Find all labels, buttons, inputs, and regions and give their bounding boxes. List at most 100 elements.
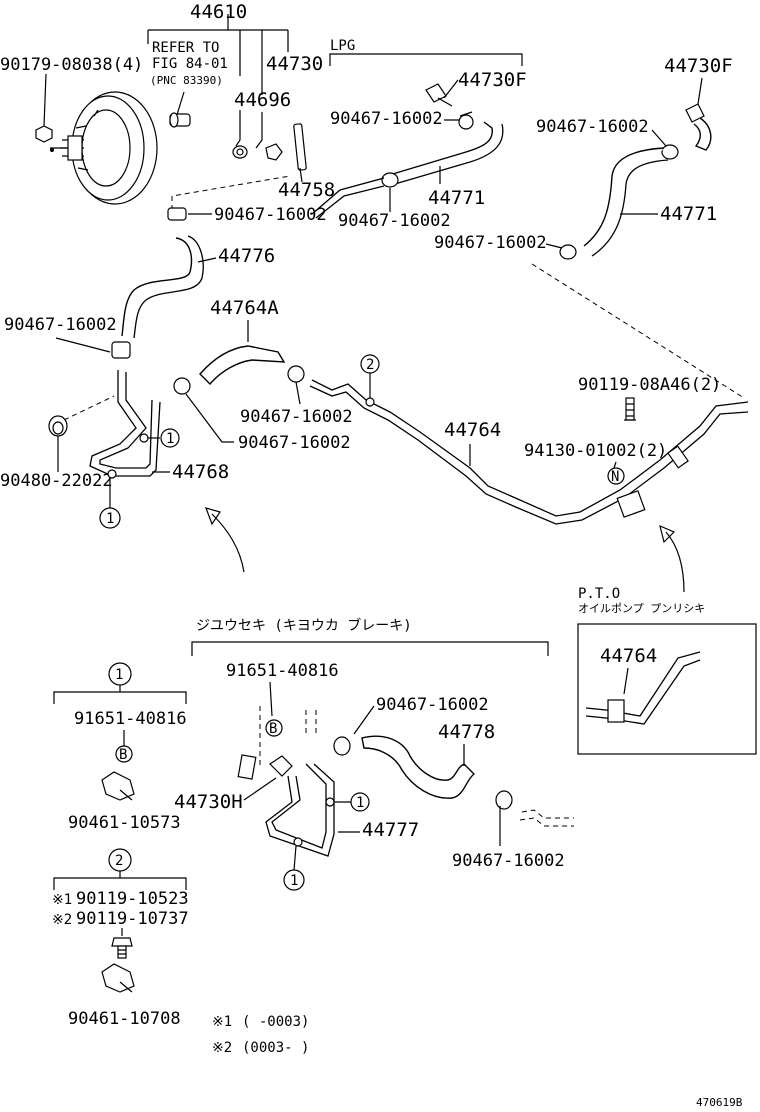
arrow-left (205, 507, 245, 573)
bracket-detail-2 (53, 871, 187, 890)
clamp-k (495, 790, 513, 810)
note-1-text: ( -0003) (242, 1014, 309, 1030)
pipe-44768 (89, 370, 161, 477)
booster-nut (35, 125, 53, 143)
detail-2-bolt1-mark: ※1 (52, 892, 72, 908)
label-44730: 44730 (266, 53, 323, 75)
leader-44730H (243, 777, 277, 801)
label-clamp-k: 90467-16002 (452, 851, 565, 871)
label-44610: 44610 (190, 1, 247, 23)
pto-pipe (585, 651, 701, 725)
label-clamp-c: 90467-16002 (338, 211, 451, 231)
clamp-f (559, 244, 577, 260)
label-90480: 90480-22022 (0, 471, 113, 491)
marker-N: N (607, 461, 625, 485)
bracket-lpg (329, 53, 523, 66)
marker-N-text: N (611, 469, 619, 485)
pipe-44764 (309, 379, 749, 525)
brake-booster (50, 91, 158, 205)
pto-leader (623, 667, 629, 695)
refer-part-valve (169, 112, 191, 128)
detail-2-marker-text: 2 (115, 853, 123, 869)
detail-1-marker: 1 (108, 662, 132, 686)
dash-44768 (63, 395, 115, 421)
marker-B-variant-text: B (269, 721, 277, 737)
clamp-e (661, 144, 679, 160)
label-clamp-d: 90467-16002 (214, 205, 327, 225)
label-lpg: LPG (330, 38, 355, 54)
variant-heading: ジユウセキ (キヨウカ ブレーキ) (196, 617, 412, 634)
pipe-upper-link-2 (315, 185, 385, 219)
clip-main-pipe (616, 445, 689, 518)
detail-1-marker-B: B (115, 745, 133, 763)
marker-1-variant-lower-text: 1 (290, 873, 298, 889)
label-44758: 44758 (278, 179, 335, 201)
pto-label-44764: 44764 (600, 645, 657, 667)
grommet-44696 (232, 145, 248, 159)
label-booster-bolt: 90179-08038(4) (0, 55, 143, 75)
detail-2-bolt1: 90119-10523 (76, 889, 189, 909)
detail-1-clamp (101, 771, 135, 801)
leader-91651-b (269, 681, 273, 717)
arrow-right (659, 524, 685, 593)
pto-subtitle: オイルポンプ プンリシキ (578, 602, 705, 615)
dash-44758 (171, 175, 291, 210)
dash-pto-link (531, 263, 745, 399)
note-2-mark: ※2 (212, 1040, 232, 1056)
hose-44778 (361, 735, 476, 799)
label-clamp-e: 90467-16002 (536, 117, 649, 137)
leader-44730F-2 (697, 77, 703, 105)
pipe-upper-link (311, 177, 385, 215)
leader-booster-bolt (43, 73, 47, 127)
marker-B-variant: B (265, 719, 283, 737)
label-44764A: 44764A (210, 297, 279, 319)
label-44696: 44696 (234, 89, 291, 111)
clamp-i (173, 377, 191, 395)
dash-variant-end (519, 817, 574, 827)
clamp-h (287, 365, 305, 383)
detail-2-marker: 2 (108, 848, 132, 872)
dash-variant-pipe-top (305, 710, 317, 734)
pto-box (577, 623, 757, 755)
leader-44758 (299, 167, 303, 183)
clamp-j (333, 736, 351, 756)
detail-1-clamp-label: 90461-10573 (68, 813, 181, 833)
clamp-c (381, 172, 399, 188)
dash-variant-end-2 (521, 809, 574, 819)
detail-1-marker-B-text: B (119, 747, 127, 763)
marker-2-main: 2 (360, 354, 380, 407)
leader-clamp-h (295, 381, 301, 405)
detail-2-bolt-icon (111, 937, 133, 959)
label-44771-1: 44771 (428, 187, 485, 209)
hose-44776 (121, 235, 204, 339)
marker-1-variant-lower: 1 (283, 837, 305, 891)
check-valve-44730F-1 (425, 83, 453, 107)
label-44776: 44776 (218, 245, 275, 267)
hose-44771-1 (385, 121, 504, 187)
label-44771-2: 44771 (660, 203, 717, 225)
grommet-90480 (48, 415, 68, 437)
label-clamp-i: 90467-16002 (238, 433, 351, 453)
clamp-b (458, 111, 474, 130)
leader-clamp-j (353, 705, 375, 735)
marker-1-variant-upper-text: 1 (356, 795, 364, 811)
marker-1-upper-text: 1 (166, 431, 174, 447)
hose-44764A (199, 345, 286, 386)
clamp-g (111, 341, 131, 359)
detail-2-bolt2: 90119-10737 (76, 909, 189, 929)
label-clamp-g: 90467-16002 (4, 315, 117, 335)
check-valve-44730H (237, 754, 293, 780)
detail-2-clamp-label: 90461-10708 (68, 1009, 181, 1029)
note-2-text: (0003- ) (242, 1040, 309, 1056)
detail-1-bolt: 91651-40816 (74, 709, 187, 729)
marker-2-main-text: 2 (366, 357, 374, 373)
diagram-id: 470619B (696, 1096, 743, 1109)
label-94130: 94130-01002(2) (524, 441, 667, 461)
label-44778: 44778 (438, 721, 495, 743)
label-44768: 44768 (172, 461, 229, 483)
note-1-mark: ※1 (212, 1014, 232, 1030)
marker-1-upper: 1 (139, 428, 180, 448)
marker-1-variant-upper: 1 (325, 792, 370, 812)
label-44730F-1: 44730F (458, 69, 527, 91)
